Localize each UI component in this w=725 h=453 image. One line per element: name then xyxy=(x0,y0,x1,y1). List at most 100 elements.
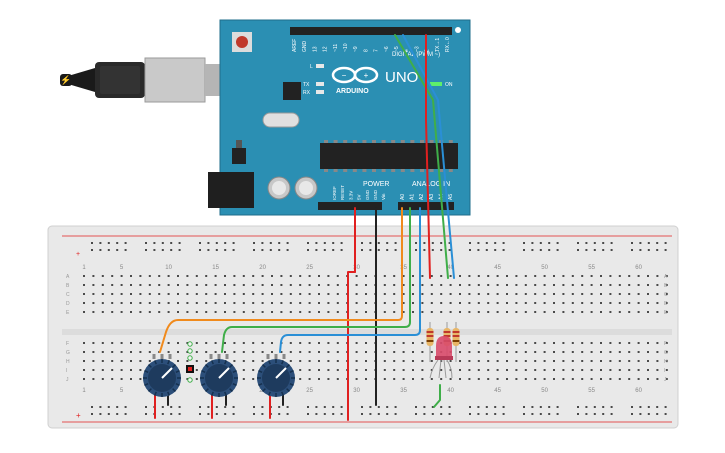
row-letter: E xyxy=(66,310,70,316)
resistor-3[interactable] xyxy=(452,322,460,362)
analog-pin-label: A5 xyxy=(448,194,454,200)
row-letter: I xyxy=(66,368,67,374)
column-number-bottom: 5 xyxy=(120,388,124,394)
column-number-top: 35 xyxy=(400,265,407,271)
analog-pin-label: A2 xyxy=(419,194,425,200)
column-number-top: 5 xyxy=(120,265,124,271)
rx-led-label: RX xyxy=(303,90,311,96)
row-letter: A xyxy=(66,274,70,280)
wire-a2-blue[interactable] xyxy=(279,207,421,353)
potentiometer-2[interactable] xyxy=(200,354,238,397)
row-letter: D xyxy=(664,301,668,307)
on-led xyxy=(430,82,442,86)
column-number-top: 55 xyxy=(588,265,595,271)
row-letter: I xyxy=(664,368,665,374)
column-number-bottom: 30 xyxy=(353,388,360,394)
power-pin-label: 5V xyxy=(357,194,362,200)
row-letter: C xyxy=(664,292,668,298)
rx-led xyxy=(316,90,324,94)
wire-5v-vertical[interactable] xyxy=(347,271,356,421)
power-header-label: POWER xyxy=(363,181,389,188)
row-letter: G xyxy=(66,350,70,356)
reset-button-cap[interactable] xyxy=(236,36,248,48)
row-letter: A xyxy=(664,274,668,280)
column-number-bottom: 55 xyxy=(588,388,595,394)
row-letter: H xyxy=(66,359,70,365)
digital-pin-label: 12 xyxy=(323,46,329,52)
column-number-top: 50 xyxy=(541,265,548,271)
power-pin-label: GND xyxy=(365,189,370,200)
column-number-bottom: 25 xyxy=(306,388,313,394)
top-rail-plus: + xyxy=(76,251,80,258)
digital-header-label: DIGITAL (PWM ~) xyxy=(392,52,440,58)
arduino-uno-board[interactable]: − + ARDUINO UNO L TX RX ON DIGITAL (PWM … xyxy=(208,19,471,216)
digital-pin-label: RX←0 xyxy=(445,37,451,52)
column-number-top: 20 xyxy=(259,265,266,271)
wire-a1-green[interactable] xyxy=(221,207,411,353)
row-letter: E xyxy=(664,310,668,316)
wire-a0-orange[interactable] xyxy=(159,207,403,353)
atmega-chip xyxy=(320,143,458,169)
digital-pin-label: ~9 xyxy=(353,46,359,52)
voltage-regulator xyxy=(232,148,246,164)
wire-digital-blue[interactable] xyxy=(402,34,455,279)
dc-jack xyxy=(208,172,254,208)
rgb-led[interactable] xyxy=(429,336,453,379)
column-number-top: 15 xyxy=(212,265,219,271)
wire-digital-green[interactable] xyxy=(394,34,449,279)
row-letter: D xyxy=(66,301,70,307)
analog-pin-label: A1 xyxy=(410,194,416,200)
analog-pin-label: A3 xyxy=(429,194,435,200)
digital-pin-label: ~11 xyxy=(333,44,339,52)
l-led-label: L xyxy=(310,64,313,70)
brand-label: ARDUINO xyxy=(336,88,369,95)
power-pin-label: Vin xyxy=(381,193,386,200)
potentiometer-1[interactable] xyxy=(143,354,181,397)
digital-header-left[interactable] xyxy=(290,27,382,35)
row-letter: B xyxy=(664,283,668,289)
analog-header[interactable] xyxy=(398,202,454,210)
analog-pin-label: A0 xyxy=(400,194,406,200)
column-number-top: 60 xyxy=(635,265,642,271)
power-pin-label: GND xyxy=(373,189,378,200)
column-number-top: 1 xyxy=(82,265,86,271)
jumper-posts xyxy=(186,341,194,383)
column-number-bottom: 35 xyxy=(400,388,407,394)
digital-pin-label: 13 xyxy=(312,46,318,52)
row-letter: C xyxy=(66,292,70,298)
wire-led-green[interactable] xyxy=(433,384,441,408)
digital-pin-label: TX→1 xyxy=(435,38,441,52)
analog-header-label: ANALOG IN xyxy=(412,181,450,188)
on-led-label: ON xyxy=(445,82,453,88)
svg-text:⚡: ⚡ xyxy=(60,74,71,86)
power-header[interactable] xyxy=(318,202,382,210)
row-letter: J xyxy=(664,377,667,383)
svg-text:−: − xyxy=(342,71,347,80)
tx-led xyxy=(316,82,324,86)
arduino-logo-icon: − + xyxy=(331,66,379,84)
usb-cable: ⚡ xyxy=(60,57,225,103)
potentiometer-3[interactable] xyxy=(257,354,295,397)
usb-chip xyxy=(283,82,301,100)
wire-digital-red[interactable] xyxy=(425,34,431,279)
model-label: UNO xyxy=(385,69,418,86)
center-channel xyxy=(62,329,672,335)
resistor-1[interactable] xyxy=(426,322,434,362)
power-pin-label: IOREF xyxy=(332,186,337,200)
power-pin-label: 3.3V xyxy=(348,191,353,200)
column-number-bottom: 40 xyxy=(447,388,454,394)
digital-pin-label: 4 xyxy=(404,49,410,52)
column-number-top: 45 xyxy=(494,265,501,271)
tx-led-label: TX xyxy=(303,82,310,88)
digital-pin-label: ~3 xyxy=(414,46,420,52)
digital-header-right[interactable] xyxy=(380,27,452,35)
wires xyxy=(154,34,455,421)
column-number-bottom: 50 xyxy=(541,388,548,394)
digital-pin-label: ~10 xyxy=(343,43,349,52)
bottom-rail-plus: + xyxy=(76,411,81,420)
row-letter: G xyxy=(664,350,668,356)
digital-pin-label: ~5 xyxy=(394,46,400,52)
digital-pin-label: 8 xyxy=(363,49,369,52)
crystal xyxy=(262,112,300,128)
